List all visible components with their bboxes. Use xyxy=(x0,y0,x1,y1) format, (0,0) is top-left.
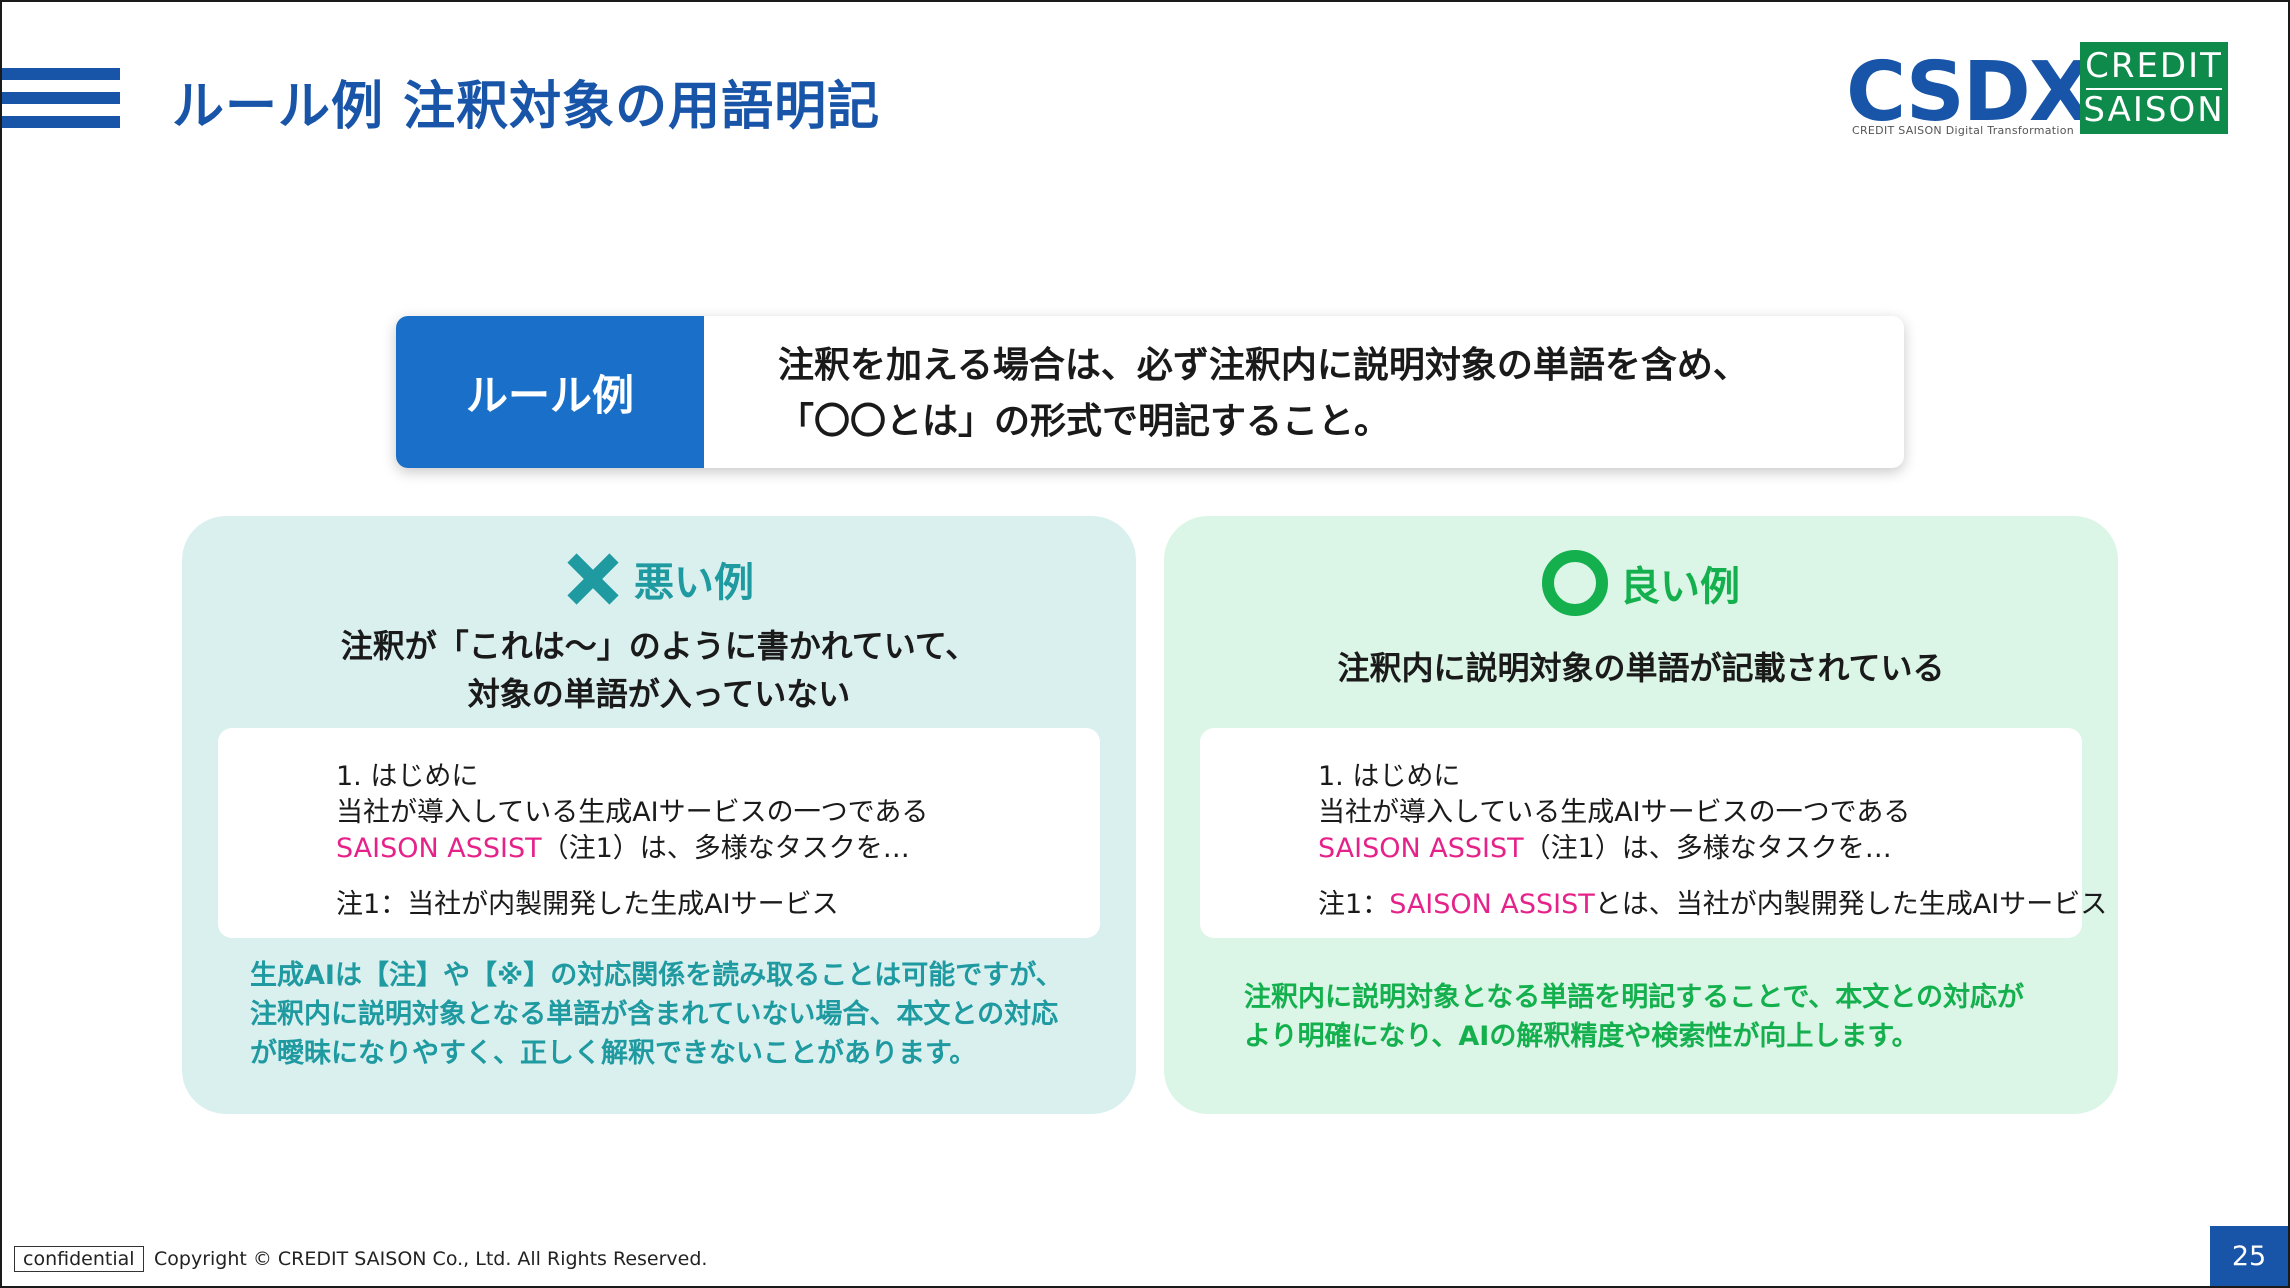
good-example-note-line1: 注釈内に説明対象となる単語を明記することで、本文との対応が xyxy=(1244,982,2025,1013)
bad-example-label: 悪い例 xyxy=(634,560,754,606)
bad-example-header: 悪い例 xyxy=(182,550,1136,608)
sample-line: 当社が導入している生成AIサービスの一つである xyxy=(1318,797,1911,828)
page-number: 25 xyxy=(2210,1226,2288,1286)
highlighted-term: SAISON ASSIST xyxy=(1318,833,1524,864)
circle-icon xyxy=(1542,550,1608,616)
good-example-panel: 良い例 注釈内に説明対象の単語が記載されている 1. はじめに 当社が導入してい… xyxy=(1164,516,2118,1114)
credit-saison-logo-line2: SAISON xyxy=(2083,90,2225,130)
credit-saison-logo: CREDIT SAISON xyxy=(2080,42,2228,134)
good-example-note-line2: より明確になり、AIの解釈精度や検索性が向上します。 xyxy=(1244,1021,1919,1052)
copyright-text: Copyright © CREDIT SAISON Co., Ltd. All … xyxy=(154,1248,708,1270)
bad-example-panel: 悪い例 注釈が「これは～」のように書かれていて、 対象の単語が入っていない 1.… xyxy=(182,516,1136,1114)
bad-example-sample: 1. はじめに 当社が導入している生成AIサービスの一つである SAISON A… xyxy=(218,728,1100,938)
rule-text-line2: 「〇〇とは」の形式で明記すること。 xyxy=(778,401,1391,442)
confidential-badge: confidential xyxy=(14,1246,144,1272)
bad-example-note-line3: が曖昧になりやすく、正しく解釈できないことがあります。 xyxy=(250,1038,977,1069)
sample-text: （注1）は、多様なタスクを… xyxy=(1523,833,1892,864)
csdx-logo-text: CSDX xyxy=(1846,45,2092,140)
sample-line: 1. はじめに xyxy=(1318,761,1461,792)
good-example-label: 良い例 xyxy=(1620,564,1740,610)
footnote-line: 注1：当社が内製開発した生成AIサービス xyxy=(336,889,839,920)
page-title: ルール例 注釈対象の用語明記 xyxy=(172,77,881,137)
rule-text: 注釈を加える場合は、必ず注釈内に説明対象の単語を含め、 「〇〇とは」の形式で明記… xyxy=(778,338,1749,450)
good-example-description: 注釈内に説明対象の単語が記載されている xyxy=(1337,649,1945,687)
footnote-prefix: 注1： xyxy=(1318,889,1390,920)
rule-label: ルール例 xyxy=(396,316,704,468)
good-example-sample: 1. はじめに 当社が導入している生成AIサービスの一つである SAISON A… xyxy=(1200,728,2107,938)
bad-example-note-line1: 生成AIは【注】や【※】の対応関係を読み取ることは可能ですが、 xyxy=(250,960,1063,991)
cross-icon xyxy=(567,553,619,605)
bad-example-note: 生成AIは【注】や【※】の対応関係を読み取ることは可能ですが、 注釈内に説明対象… xyxy=(250,956,1063,1073)
credit-saison-logo-line1: CREDIT xyxy=(2085,46,2223,86)
good-example-header: 良い例 xyxy=(1164,550,2118,616)
sample-line: SAISON ASSIST（注1）は、多様なタスクを… xyxy=(336,826,910,865)
highlighted-term: SAISON ASSIST xyxy=(336,833,542,864)
good-example-note: 注釈内に説明対象となる単語を明記することで、本文との対応が より明確になり、AI… xyxy=(1244,978,2024,1056)
bad-example-note-line2: 注釈内に説明対象となる単語が含まれていない場合、本文との対応 xyxy=(250,999,1059,1030)
bad-example-description-line2: 対象の単語が入っていない xyxy=(467,675,851,713)
rule-text-line1: 注釈を加える場合は、必ず注釈内に説明対象の単語を含め、 xyxy=(778,345,1749,386)
title-stripes-decoration xyxy=(2,68,120,128)
csdx-logo-subtitle: CREDIT SAISON Digital Transformation xyxy=(1852,124,2075,137)
footnote-text: とは、当社が内製開発した生成AIサービス xyxy=(1594,889,2108,920)
sample-text: （注1）は、多様なタスクを… xyxy=(541,833,910,864)
bad-example-description: 注釈が「これは～」のように書かれていて、 対象の単語が入っていない xyxy=(182,622,1136,718)
sample-line: SAISON ASSIST（注1）は、多様なタスクを… xyxy=(1318,826,1892,865)
sample-line: 1. はじめに xyxy=(336,761,479,792)
rule-box: ルール例 注釈を加える場合は、必ず注釈内に説明対象の単語を含め、 「〇〇とは」の… xyxy=(396,316,1904,468)
footnote-line: 注1：SAISON ASSISTとは、当社が内製開発した生成AIサービス xyxy=(1318,882,2107,921)
csdx-logo: CSDX CREDIT SAISON Digital Transformatio… xyxy=(1846,48,2092,138)
sample-line: 当社が導入している生成AIサービスの一つである xyxy=(336,797,929,828)
highlighted-term: SAISON ASSIST xyxy=(1389,889,1595,920)
bad-example-description-line1: 注釈が「これは～」のように書かれていて、 xyxy=(340,627,978,665)
